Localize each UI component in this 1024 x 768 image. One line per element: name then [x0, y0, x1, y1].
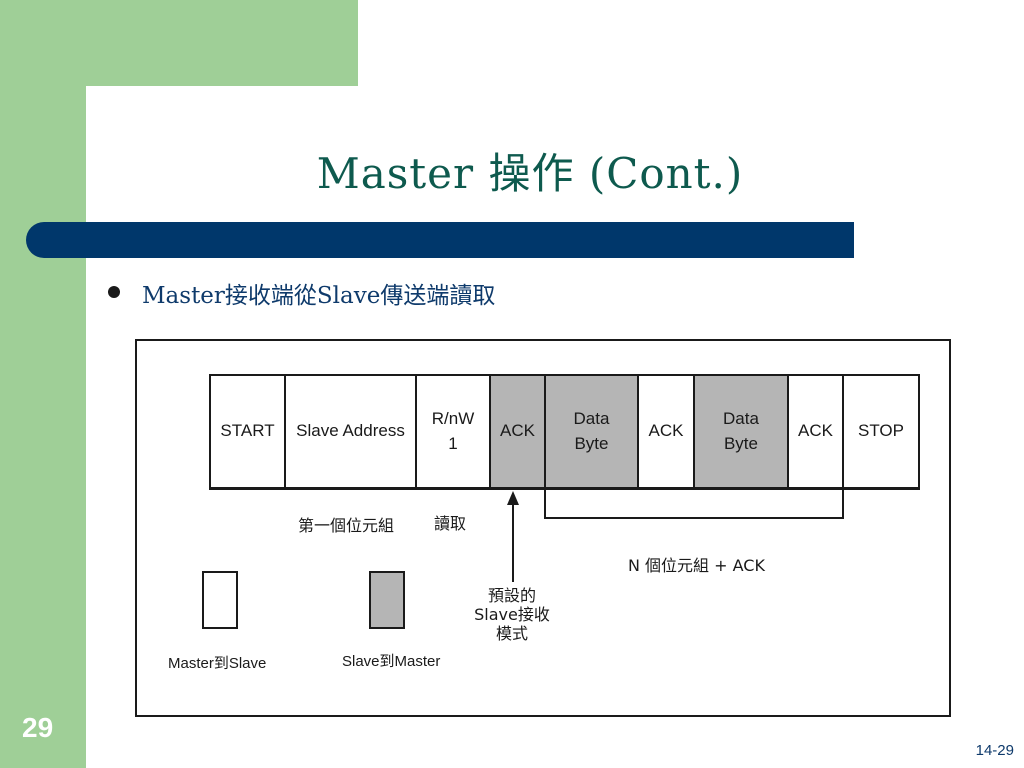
- slide-title: Master 操作 (Cont.): [316, 149, 744, 198]
- frame-cell-ack-master: ACK: [639, 376, 695, 487]
- arrow-head-icon: [507, 491, 519, 505]
- legend-slave-to-master-label: Slave到Master: [342, 653, 441, 670]
- frame-cell-start: START: [211, 376, 286, 487]
- bullet-icon: [108, 286, 120, 298]
- frame-cell-ack-slave: ACK: [491, 376, 546, 487]
- label-first-byte: 第一個位元組: [298, 516, 395, 535]
- legend-master-to-slave-label: Master到Slave: [168, 655, 267, 672]
- label-read: 讀取: [434, 514, 467, 533]
- frame-cell-stop: STOP: [858, 421, 904, 441]
- title-underline-bar: [26, 222, 854, 258]
- frame-cell-rw: R/nW 1: [417, 376, 491, 487]
- frame-cell-data-byte: Data Byte: [695, 376, 789, 487]
- i2c-frame-table: START Slave Address R/nW 1 ACK Data Byte…: [209, 374, 920, 490]
- legend-master-box: [202, 571, 238, 629]
- page-number: 29: [22, 712, 54, 743]
- slide-code: 14-29: [975, 742, 1014, 759]
- frame-cell-ack-master: ACK: [789, 376, 844, 487]
- n-bytes-bracket: [544, 490, 844, 519]
- label-default-receive-mode: 預設的 Slave接收 模式: [474, 586, 550, 644]
- background-accent-left: [0, 0, 86, 768]
- label-n-bytes-ack: N 個位元組 + ACK: [628, 556, 765, 575]
- legend-slave-box: [369, 571, 405, 629]
- frame-cell-slave-address: Slave Address: [286, 376, 417, 487]
- bullet-text: Master接收端從Slave傳送端讀取: [142, 283, 496, 309]
- frame-cell-data-byte: Data Byte: [546, 376, 639, 487]
